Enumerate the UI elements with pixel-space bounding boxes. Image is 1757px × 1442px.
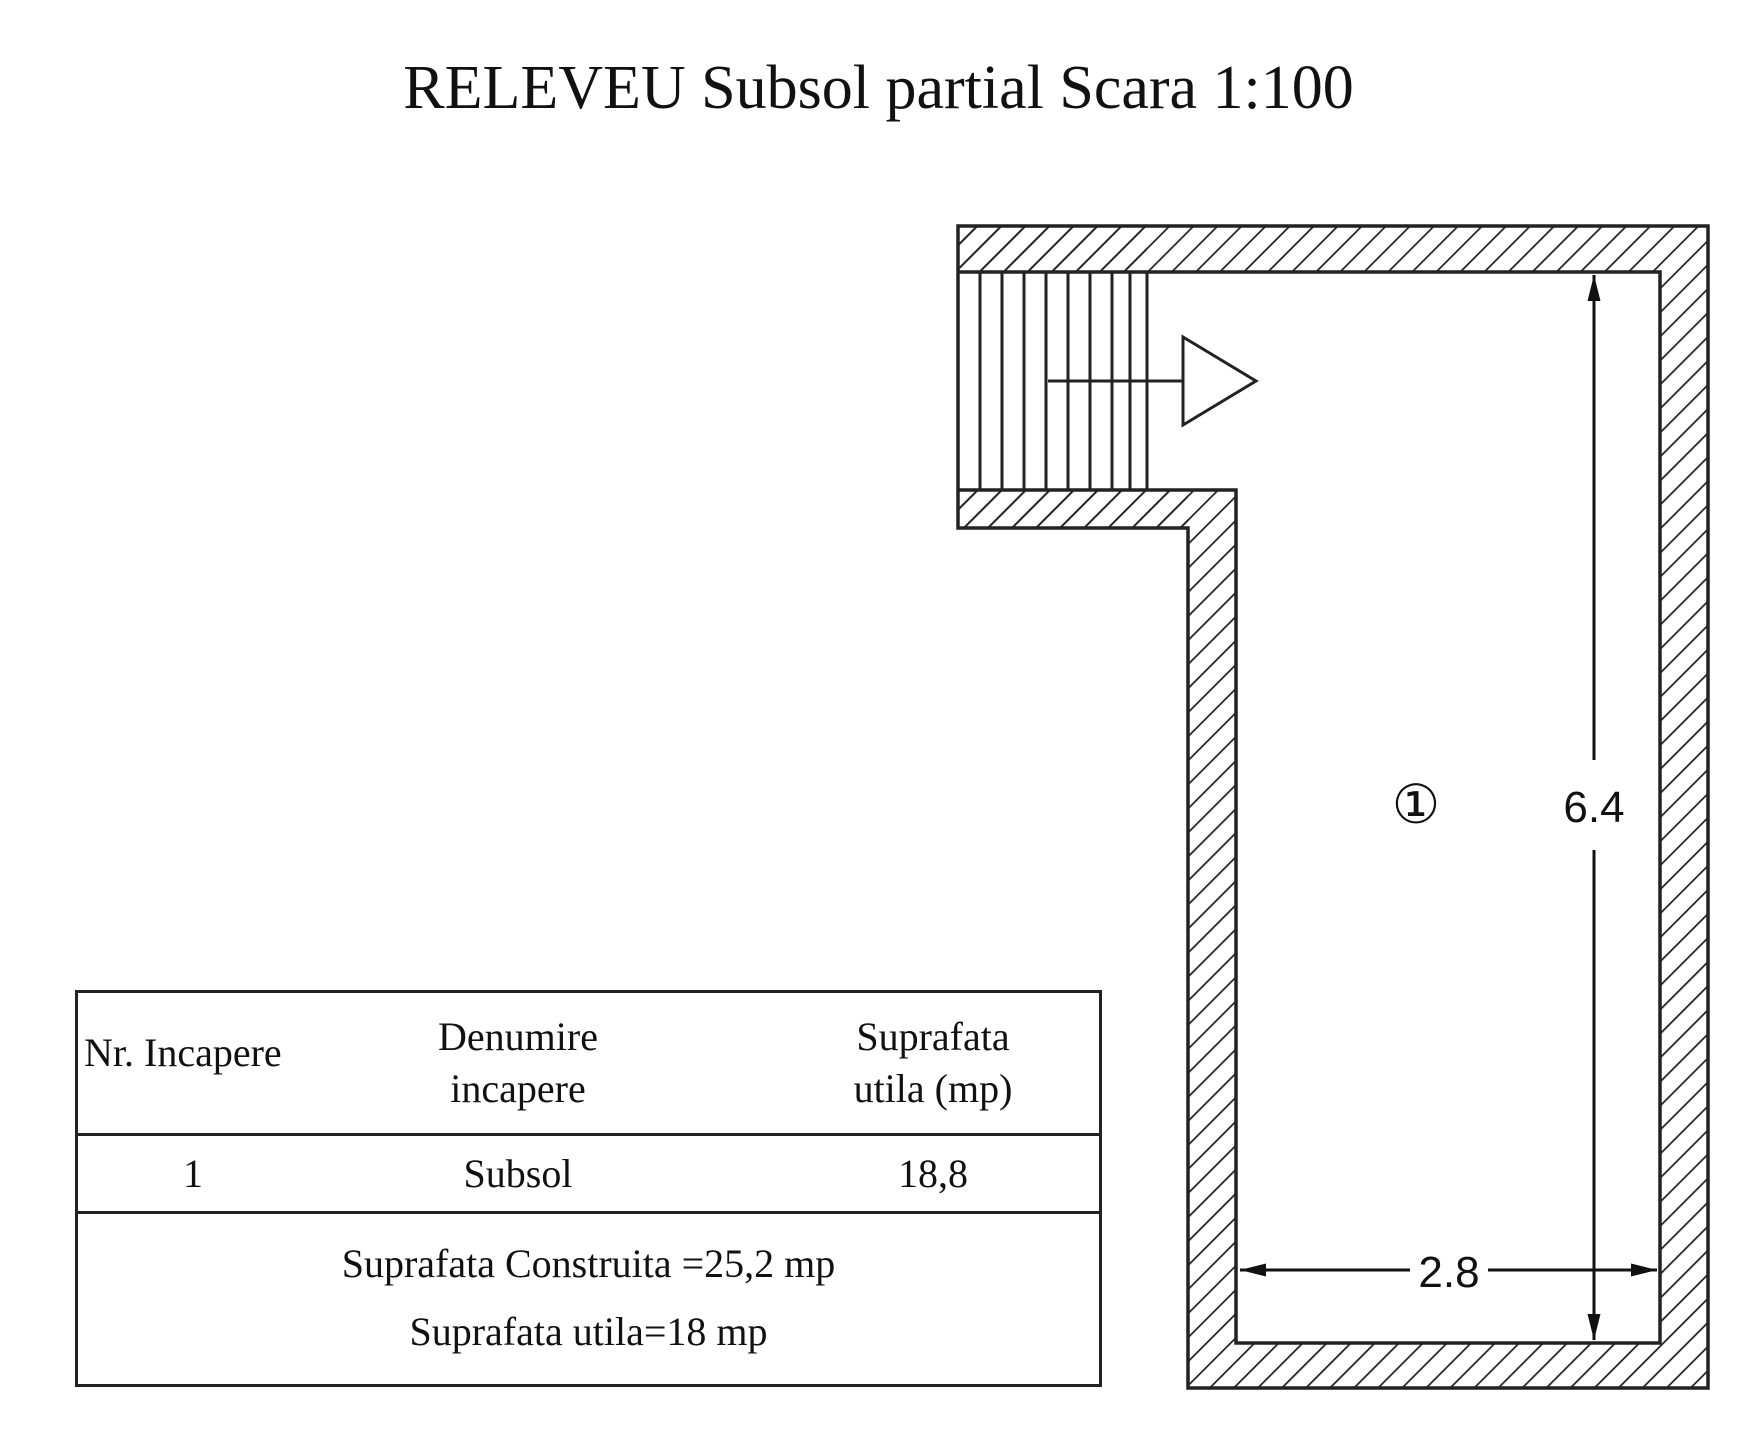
header-room-number: Nr. Incapere <box>84 1030 282 1075</box>
cell-room-number: 1 <box>183 1150 203 1196</box>
wall-inner-outline <box>958 270 1662 1345</box>
dimension-height-label: 6.4 <box>1563 783 1624 832</box>
cell-useful-area: 18,8 <box>898 1150 968 1196</box>
header-room-name-line1: Denumire <box>438 1014 598 1059</box>
table-row: 1 Subsol 18,8 <box>78 1136 1099 1214</box>
header-useful-area-line2: utila (mp) <box>853 1066 1013 1111</box>
drawing-title: RELEVEU Subsol partial Scara 1:100 <box>403 54 1354 122</box>
dimension-width-label: 2.8 <box>1418 1248 1479 1297</box>
header-useful-area-line1: Suprafata <box>856 1014 1010 1059</box>
useful-area-summary: Suprafata utila=18 mp <box>409 1309 768 1354</box>
header-useful-area: Suprafata utila (mp) <box>768 993 1098 1133</box>
wall-outer-outline <box>956 224 1710 1390</box>
legend-header-row: Nr. Incapere Denumire incapere Suprafata… <box>78 993 1099 1136</box>
room-number-marker: ① <box>1392 773 1440 836</box>
header-room-name-line2: incapere <box>450 1066 586 1111</box>
cell-room-name: Subsol <box>463 1150 573 1196</box>
room-legend-table: Nr. Incapere Denumire incapere Suprafata… <box>75 990 1102 1387</box>
built-area-summary: Suprafata Construita =25,2 mp <box>341 1241 836 1286</box>
legend-footer: Suprafata Construita =25,2 mp Suprafata … <box>78 1214 1099 1387</box>
stair-direction-arrow <box>1048 334 1259 428</box>
header-room-name: Denumire incapere <box>308 993 728 1133</box>
